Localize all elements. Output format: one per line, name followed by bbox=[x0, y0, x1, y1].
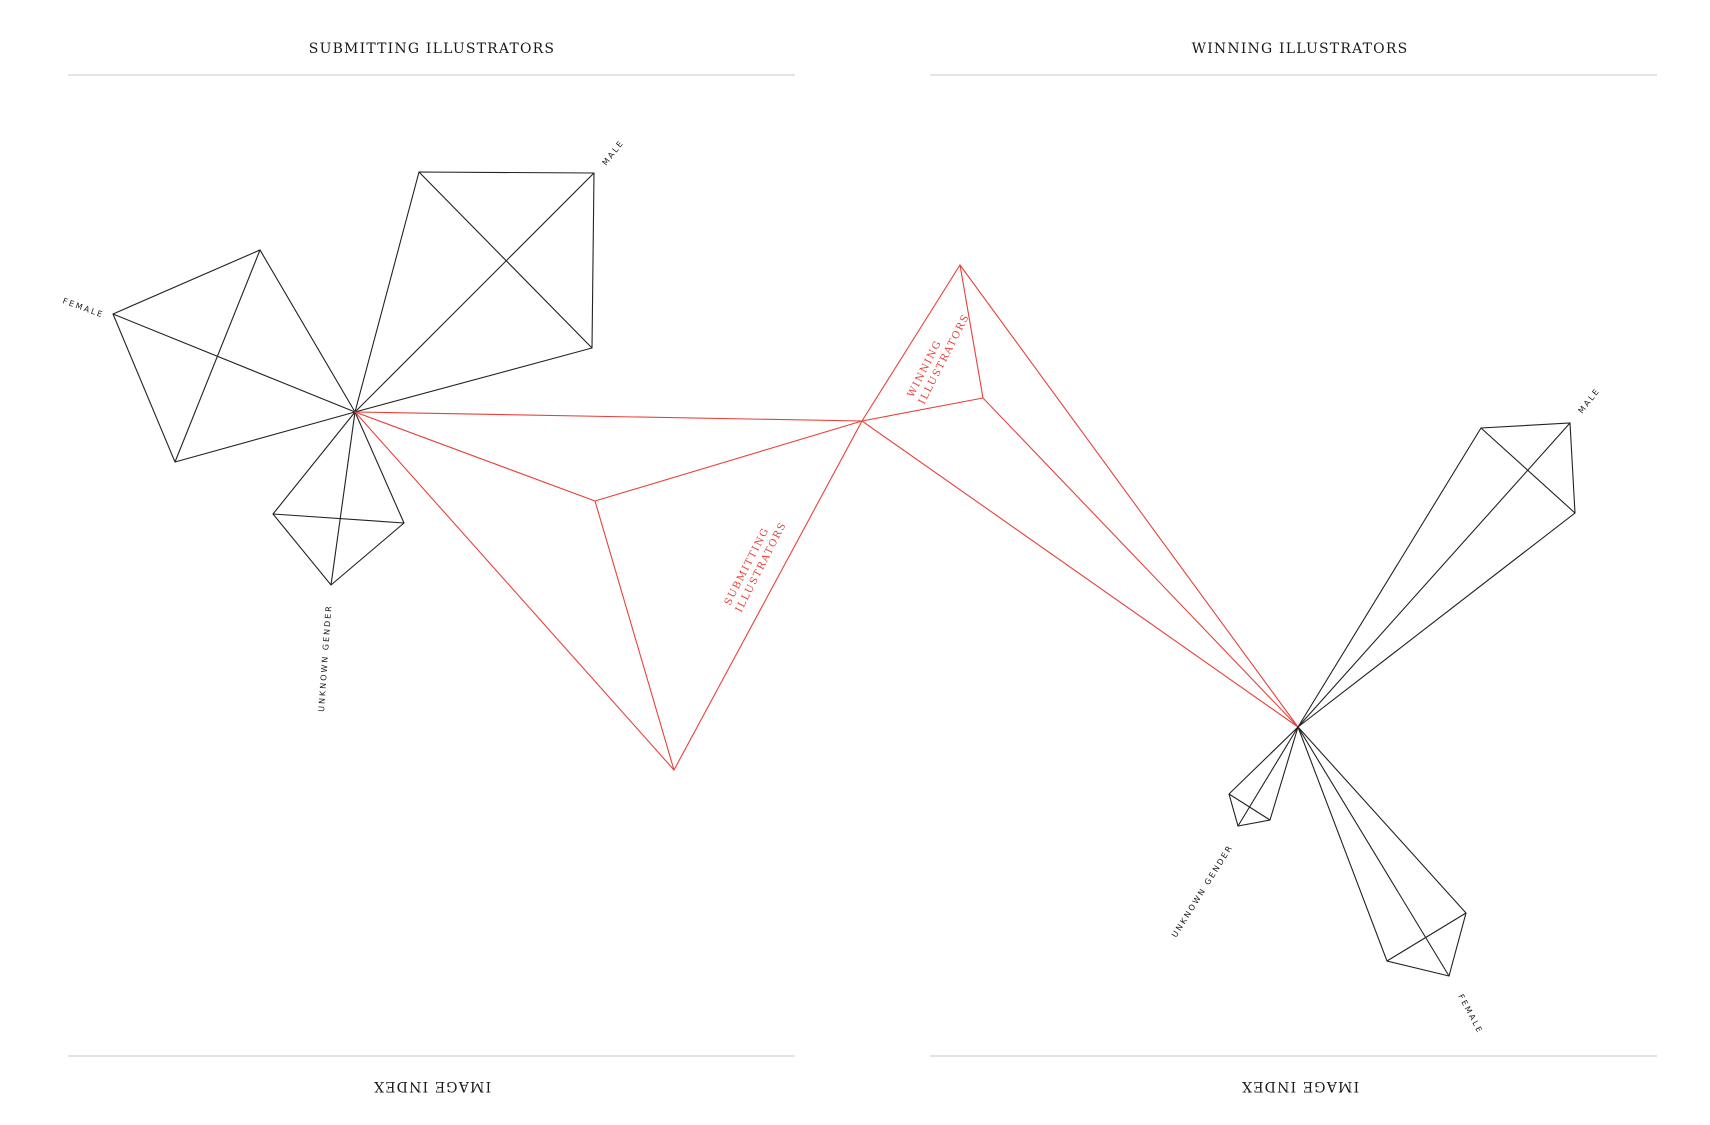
left-label-female: FEMALE bbox=[61, 296, 105, 319]
right-unknown-kite bbox=[1228, 725, 1300, 827]
right-label-female: FEMALE bbox=[1456, 993, 1484, 1036]
left-label-male: MALE bbox=[600, 138, 625, 167]
footer-image-index-right: IMAGE INDEX bbox=[1241, 1078, 1359, 1094]
left-label-unknown-gender: UNKNOWN GENDER bbox=[317, 604, 333, 712]
right-male-kite bbox=[1297, 422, 1576, 728]
right-gender-star bbox=[1228, 422, 1576, 977]
left-unknown-kite bbox=[272, 410, 405, 586]
header-winning-illustrators: WINNING ILLUSTRATORS bbox=[1192, 41, 1409, 57]
left-female-kite bbox=[112, 249, 356, 463]
winning-kite bbox=[861, 264, 1299, 728]
right-female-kite bbox=[1297, 726, 1467, 977]
footer-image-index-left: IMAGE INDEX bbox=[373, 1078, 491, 1094]
header-submitting-illustrators: SUBMITTING ILLUSTRATORS bbox=[309, 41, 555, 57]
submitting-kite bbox=[353, 411, 863, 771]
center-comparison-shape bbox=[353, 264, 1299, 771]
left-male-kite bbox=[354, 171, 595, 413]
left-gender-star bbox=[112, 171, 595, 586]
right-label-unknown-gender: UNKNOWN GENDER bbox=[1170, 843, 1235, 939]
right-label-male: MALE bbox=[1576, 386, 1601, 415]
